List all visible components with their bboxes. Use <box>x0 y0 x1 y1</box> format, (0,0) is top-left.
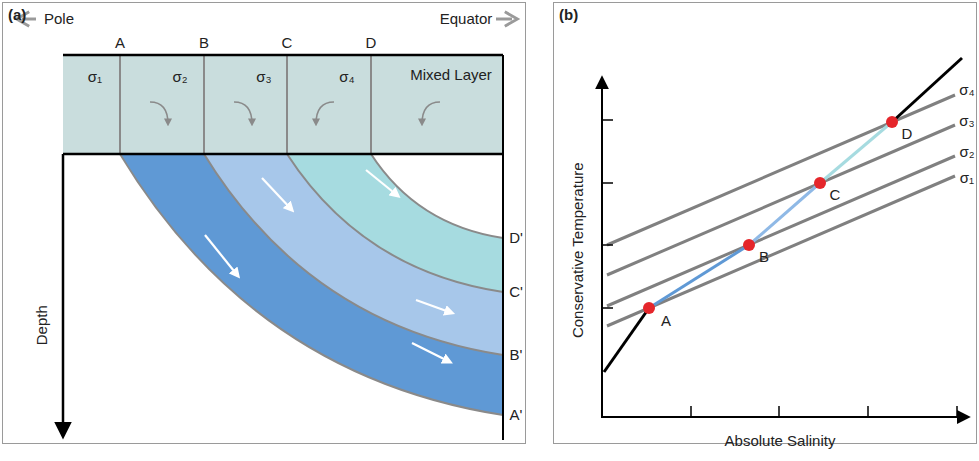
flow-arrow <box>366 170 398 196</box>
station-label: D <box>366 35 377 52</box>
depth-axis <box>62 154 65 436</box>
ts-point <box>886 116 898 128</box>
sea-surface-line <box>63 54 503 57</box>
flow-arrow <box>412 343 450 362</box>
ts-segment <box>749 183 820 245</box>
pole-label: Pole <box>44 11 74 28</box>
ts-point <box>743 239 755 251</box>
temperature-axis <box>601 78 603 418</box>
layer-label: Mixed Layer <box>410 67 492 84</box>
point-label: B <box>759 249 769 266</box>
flow-arrow <box>262 178 292 210</box>
mixed-layer <box>63 55 503 154</box>
ts-extension <box>892 58 962 122</box>
column-divider <box>203 55 205 154</box>
station-label: A <box>115 35 125 52</box>
flow-arrows <box>205 170 452 362</box>
tick <box>602 307 613 309</box>
column-divider <box>119 55 121 154</box>
salinity-axis <box>601 416 968 418</box>
water-mass-band <box>204 154 503 355</box>
point-label: D <box>902 126 913 143</box>
axis-label: Absolute Salinity <box>725 433 836 450</box>
panel-label: (a) <box>3 3 31 26</box>
isopycnal-curves <box>120 154 503 415</box>
panel-label: (b) <box>554 3 583 26</box>
density-line <box>607 176 955 326</box>
outcrop-label: A' <box>510 407 523 424</box>
column-divider <box>286 55 288 154</box>
density-lines <box>607 95 955 326</box>
ts-extension <box>604 308 649 372</box>
water-mass-band <box>120 154 503 415</box>
density-label: σ₄ <box>959 82 974 99</box>
isopycnal-curve <box>287 154 503 292</box>
ts-points <box>643 116 898 314</box>
density-label: σ₃ <box>256 69 271 86</box>
tick <box>690 406 692 417</box>
subduction-arrow <box>150 102 168 124</box>
station-label: C <box>282 35 293 52</box>
panel-frame: (b) <box>553 2 977 444</box>
tick <box>778 406 780 417</box>
station-label: B <box>199 35 209 52</box>
equator-line <box>502 55 504 440</box>
ts-segment <box>820 122 892 183</box>
ts-point <box>643 302 655 314</box>
equator-arrow <box>496 18 512 21</box>
column-dividers <box>120 55 371 154</box>
ts-point <box>814 177 826 189</box>
tick <box>602 182 613 184</box>
tick <box>956 406 958 417</box>
water-mass-band <box>287 154 503 292</box>
density-label: σ₂ <box>172 69 187 86</box>
outcrop-label: B' <box>510 347 523 364</box>
axis-label: Conservative Temperature <box>570 162 587 338</box>
density-label: σ₂ <box>959 144 974 161</box>
flow-arrow <box>416 300 452 313</box>
subduction-arrow <box>316 102 334 124</box>
density-line <box>607 156 955 306</box>
density-label: σ₄ <box>339 69 354 86</box>
outcrop-label: D' <box>509 230 523 247</box>
isopycnal-curve <box>371 154 503 238</box>
point-label: A <box>661 313 671 330</box>
outcrop-label: C' <box>509 284 523 301</box>
density-line <box>607 95 955 245</box>
flow-arrow <box>205 235 238 276</box>
mixed-layer-base <box>63 153 503 156</box>
ts-segment <box>649 245 749 308</box>
tick <box>602 244 613 246</box>
axis-ticks <box>602 120 957 417</box>
subduction-arrow <box>422 102 440 124</box>
equator-label: Equator <box>440 11 493 28</box>
subduction-arrows <box>150 102 440 124</box>
density-label: σ₃ <box>959 113 974 130</box>
isopycnal-curve <box>204 154 503 355</box>
isopycnal-curve <box>120 154 503 415</box>
subduction-arrow <box>234 102 252 124</box>
tick <box>867 406 869 417</box>
density-label: σ₁ <box>960 170 974 187</box>
axis-label: Depth <box>34 305 51 345</box>
column-divider <box>370 55 372 154</box>
tick <box>602 119 613 121</box>
density-label: σ₁ <box>88 69 102 86</box>
point-label: C <box>830 187 841 204</box>
